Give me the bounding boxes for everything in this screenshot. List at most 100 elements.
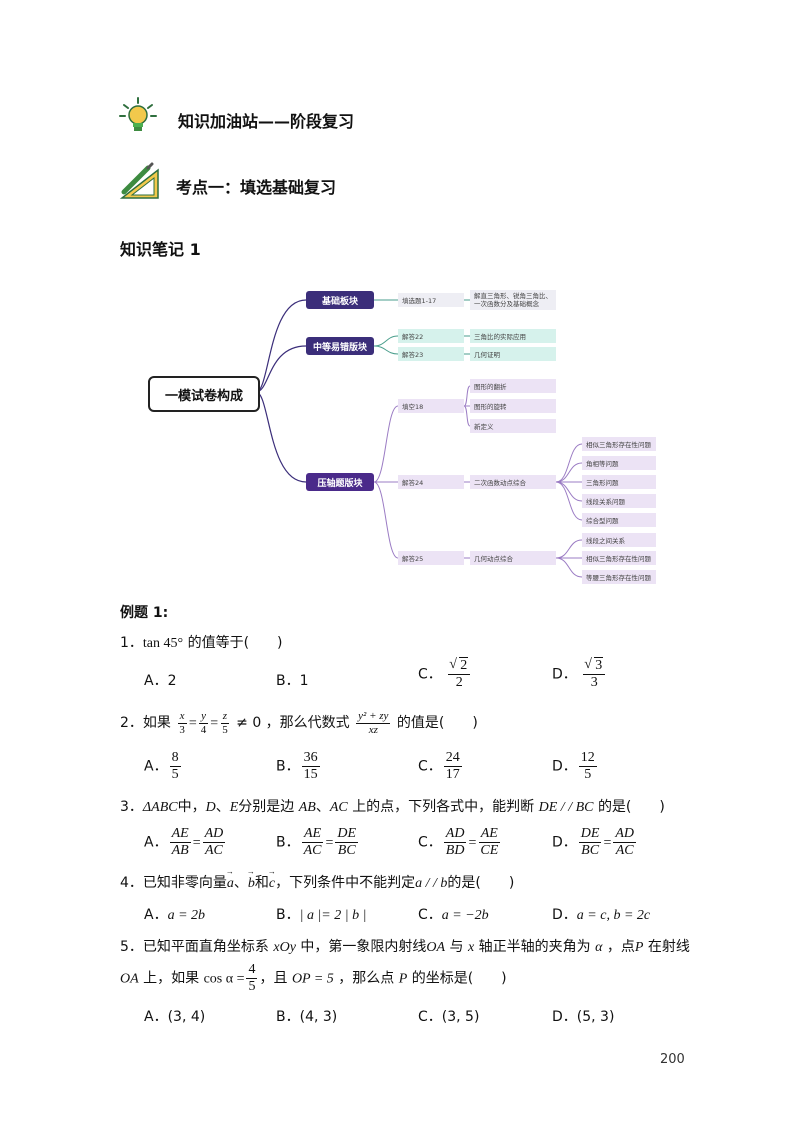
option-letter: D． xyxy=(552,907,577,923)
numerator: x xyxy=(177,710,187,724)
mindmap-branch-mid: 中等易错版块 xyxy=(306,337,374,355)
question-text: 、 xyxy=(315,799,330,815)
mindmap-item: 填空18 xyxy=(398,399,464,413)
denominator: AC xyxy=(615,843,634,859)
numerator: z xyxy=(220,710,230,724)
note-title: 知识笔记 1 xyxy=(120,240,201,259)
math-expr: x xyxy=(467,940,475,955)
option-letter: C． xyxy=(418,666,442,683)
option-letter: C． xyxy=(418,758,442,775)
option-letter: A． xyxy=(144,834,168,851)
denominator: BD xyxy=(445,843,465,859)
mindmap-detail: 几何动点综合 xyxy=(470,551,556,565)
mindmap-detail: 等腰三角形存在性问题 xyxy=(582,570,656,584)
question-text: 分别是边 xyxy=(238,799,295,815)
question-text: 轴正半轴的夹角为 xyxy=(478,939,591,955)
question-1: 1．tan 45° 的值等于( ) xyxy=(120,632,283,652)
mindmap-detail: 三角形问题 xyxy=(582,475,656,489)
q1-option-a: A．2 xyxy=(144,673,177,689)
numerator: AD xyxy=(443,826,467,844)
question-5: 5．已知平面直角坐标系 xOy 中，第一象限内射线OA 与 x 轴正半轴的夹角为… xyxy=(120,936,690,956)
q1-option-b: B．1 xyxy=(276,673,309,689)
question-text: 中，第一象限内射线 xyxy=(300,939,427,955)
mindmap-detail: 三角比的实际应用 xyxy=(470,329,556,343)
mindmap-item: 解答24 xyxy=(398,475,464,489)
q4-option-d: D．a = c, b = 2c xyxy=(552,904,650,924)
numerator: 24 xyxy=(443,750,462,768)
question-text: 中， xyxy=(177,799,206,815)
question-text: ≠ 0 ，那么代数式 xyxy=(236,715,350,732)
option-letter: D． xyxy=(552,758,577,775)
denominator: 2 xyxy=(455,675,463,691)
mindmap-detail: 综合型问题 xyxy=(582,513,656,527)
question-text: ，下列条件中不能判定 xyxy=(275,875,416,891)
page-title: 知识加油站——阶段复习 xyxy=(178,112,355,131)
question-text: 和 xyxy=(254,875,269,891)
page-number: 200 xyxy=(660,1052,685,1067)
mindmap-item: 解答22 xyxy=(398,329,464,343)
mindmap-item: 解答23 xyxy=(398,347,464,361)
math-expr: cos α = xyxy=(203,971,245,987)
question-text: 的是( ) xyxy=(597,799,665,815)
mindmap-detail: 线段之间关系 xyxy=(582,533,656,547)
mindmap-detail: 图形的旋转 xyxy=(470,399,556,413)
math-expr: AB xyxy=(298,800,316,815)
denominator: 17 xyxy=(445,767,460,783)
denominator: 5 xyxy=(584,767,592,783)
q5-option-b: B．(4, 3) xyxy=(276,1009,338,1025)
mindmap-detail: 角相等问题 xyxy=(582,456,656,470)
question-text: ，点 xyxy=(606,939,635,955)
option-letter: B． xyxy=(276,834,300,851)
mindmap-branch-hard: 压轴题版块 xyxy=(306,473,374,491)
question-text: 的值是( ) xyxy=(396,715,478,732)
option-letter: D． xyxy=(552,834,577,851)
mindmap-detail: 几何证明 xyxy=(470,347,556,361)
math-expr: P xyxy=(634,940,644,955)
option-letter: C． xyxy=(418,834,442,851)
q4-option-a: A．a = 2b xyxy=(144,904,205,924)
option-letter: D． xyxy=(552,666,577,683)
section-title: 考点一：填选基础复习 xyxy=(176,178,337,197)
option-letter: B． xyxy=(276,758,300,775)
denominator: 3 xyxy=(590,675,598,691)
numerator: AD xyxy=(613,826,637,844)
question-text: 、 xyxy=(233,875,248,891)
question-text: 上，如果 xyxy=(143,970,200,987)
q5-option-d: D．(5, 3) xyxy=(552,1009,615,1025)
denominator: 5 xyxy=(171,767,179,783)
question-number: 3． xyxy=(120,799,143,815)
mindmap-detail: 相似三角形存在性问题 xyxy=(582,437,656,451)
question-text: 的坐标是( ) xyxy=(411,970,507,987)
numerator: 8 xyxy=(169,750,181,768)
denominator: AB xyxy=(171,843,189,859)
math-expr: OP = 5 xyxy=(291,971,334,987)
math-expr: AC xyxy=(329,800,348,815)
q5-option-c: C．(3, 5) xyxy=(418,1009,480,1025)
question-3: 3．ΔABC中，D、E分别是边 AB、AC 上的点，下列各式中，能判断 DE /… xyxy=(120,796,665,816)
denominator: AC xyxy=(204,843,223,859)
mindmap-detail: 图形的翻折 xyxy=(470,379,556,393)
mindmap-item: 填选题1-17 xyxy=(398,293,464,307)
ruler-pencil-icon xyxy=(118,162,162,202)
mindmap-detail: 解直三角形、锐角三角比、一次函数分及基础概念 xyxy=(470,290,556,310)
math-expr: OA xyxy=(426,940,446,955)
lightbulb-icon xyxy=(118,96,158,136)
question-text: 已知非零向量 xyxy=(142,875,227,891)
q1-option-c: C． 22 xyxy=(418,657,472,691)
